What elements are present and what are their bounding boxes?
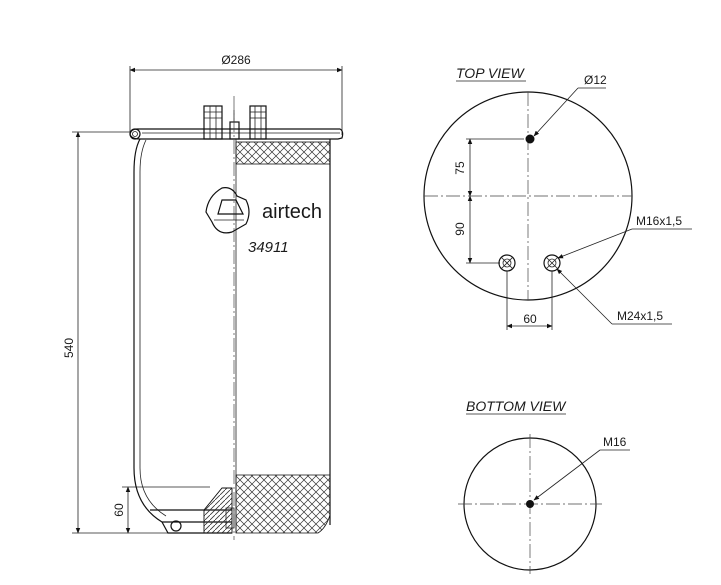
base-section: [203, 487, 233, 534]
stud-large-label: M24x1,5: [617, 309, 663, 323]
dim-90-label: 90: [453, 222, 467, 236]
logo-emblem: [205, 187, 250, 234]
diameter-dimension: Ø286: [129, 53, 343, 135]
bottom-view: BOTTOM VIEW M16: [458, 398, 630, 574]
top-stud-right: [543, 254, 561, 272]
stud-small-label: M16x1,5: [636, 214, 682, 228]
top-plate: [129, 128, 344, 140]
air-fitting: [229, 110, 240, 140]
top-view: TOP VIEW Ø12 75 90: [423, 65, 692, 330]
base-height-label: 60: [112, 503, 126, 517]
stud-left: [203, 105, 223, 140]
diameter-label: Ø286: [221, 53, 251, 67]
piston-base: [150, 487, 235, 534]
airtech-logo: airtech 34911: [205, 187, 322, 256]
thread-label: M16: [603, 435, 627, 449]
top-view-title: TOP VIEW: [456, 65, 525, 81]
side-view: Ø286 540 60: [62, 53, 344, 540]
bellows: [133, 138, 331, 534]
bottom-view-title: BOTTOM VIEW: [466, 398, 567, 414]
height-dimension: 540: [62, 131, 230, 534]
stud-right: [249, 105, 267, 140]
brand-text: airtech: [262, 201, 322, 223]
knurl-bottom: [235, 474, 331, 534]
dim-60-label: 60: [523, 312, 537, 326]
height-label: 540: [62, 338, 76, 358]
top-stud-left: [498, 254, 516, 272]
dim-75-label: 75: [453, 161, 467, 175]
air-inlet-hole: [525, 134, 535, 144]
knurl-top: [235, 141, 331, 165]
hole-diameter-label: Ø12: [584, 73, 607, 87]
part-number: 34911: [248, 239, 289, 256]
bottom-thread-hole: [526, 500, 534, 508]
